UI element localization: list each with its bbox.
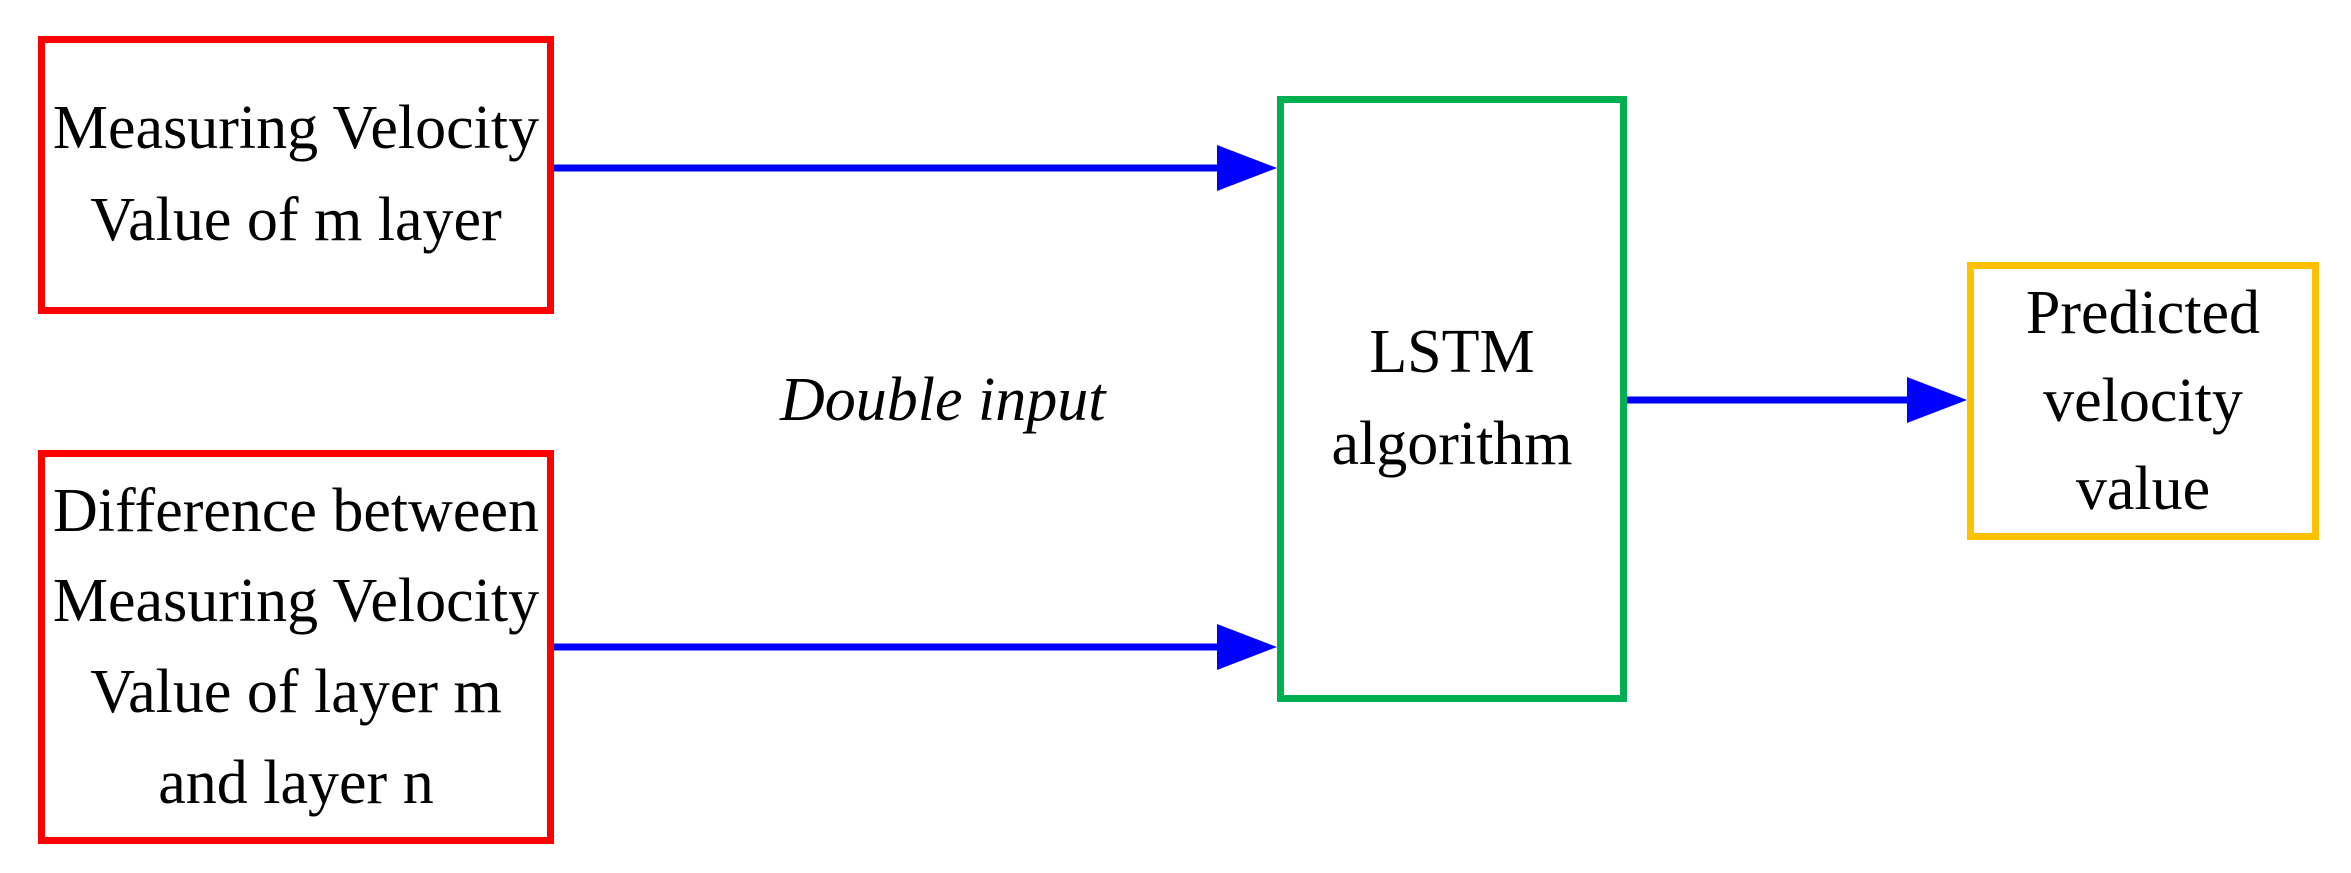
output-box-predicted-velocity: Predicted velocity value bbox=[1967, 262, 2319, 540]
input-box-velocity-difference-text: Difference between Measuring Velocity Va… bbox=[52, 476, 540, 817]
arrow-input-m-to-lstm bbox=[554, 145, 1277, 191]
arrow-input-diff-to-lstm bbox=[554, 624, 1277, 670]
input-box-velocity-m-layer-text: Measuring Velocity Value of m layer bbox=[52, 94, 540, 254]
lstm-algorithm-box: LSTM algorithm bbox=[1277, 96, 1627, 702]
arrow-input-diff-to-lstm-head bbox=[1217, 624, 1277, 670]
input-box-velocity-m-layer: Measuring Velocity Value of m layer bbox=[38, 36, 554, 314]
lstm-algorithm-box-text: LSTM algorithm bbox=[1331, 318, 1573, 478]
input-box-velocity-difference: Difference between Measuring Velocity Va… bbox=[38, 450, 554, 844]
arrow-lstm-to-output bbox=[1627, 377, 1967, 423]
output-box-predicted-velocity-text: Predicted velocity value bbox=[2025, 278, 2261, 524]
arrow-input-m-to-lstm-head bbox=[1217, 145, 1277, 191]
double-input-label: Double input bbox=[780, 366, 1106, 434]
arrow-lstm-to-output-head bbox=[1907, 377, 1967, 423]
